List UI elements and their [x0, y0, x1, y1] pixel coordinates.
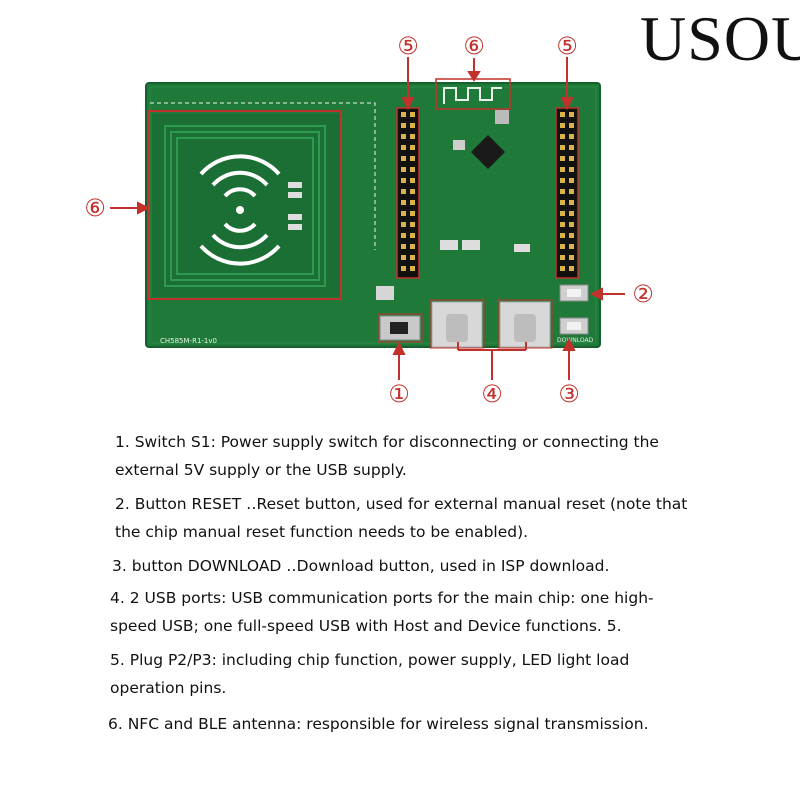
- note-nfc-ble-antenna: 6. NFC and BLE antenna: responsible for …: [108, 715, 649, 733]
- header-pin: [401, 255, 406, 260]
- header-pin: [410, 178, 415, 183]
- header-pin: [560, 178, 565, 183]
- pin-header-p2: [396, 107, 420, 279]
- header-pin: [560, 156, 565, 161]
- header-pin: [410, 211, 415, 216]
- header-pin: [569, 112, 574, 117]
- header-pin: [569, 222, 574, 227]
- header-pin: [569, 156, 574, 161]
- download-silkscreen: DOWNLOAD: [557, 337, 594, 344]
- header-pin: [560, 255, 565, 260]
- note-usb-ports: 4. 2 USB ports: USB communication ports …: [110, 589, 654, 635]
- header-pin: [560, 200, 565, 205]
- header-pin: [410, 156, 415, 161]
- header-pin: [410, 145, 415, 150]
- header-pin: [560, 211, 565, 216]
- header-pin: [569, 211, 574, 216]
- callout-6-top: ⑥: [463, 32, 485, 60]
- header-pin: [560, 167, 565, 172]
- header-pin: [560, 112, 565, 117]
- header-pin: [410, 112, 415, 117]
- header-pin: [401, 222, 406, 227]
- header-pin: [569, 255, 574, 260]
- header-pin: [410, 222, 415, 227]
- header-pin: [560, 244, 565, 249]
- header-pin: [569, 233, 574, 238]
- note-plug-p2-p3: 5. Plug P2/P3: including chip function, …: [110, 651, 635, 697]
- header-pin: [401, 123, 406, 128]
- pin-header-p3: [555, 107, 579, 279]
- header-pin: [410, 200, 415, 205]
- callout-4: ④: [481, 380, 503, 408]
- header-pin: [560, 134, 565, 139]
- header-pin: [401, 134, 406, 139]
- callout-1: ①: [388, 380, 410, 408]
- header-pin: [410, 134, 415, 139]
- header-pin: [410, 233, 415, 238]
- callout-5-left: ⑤: [397, 32, 419, 60]
- nfc-antenna-icon: [152, 114, 340, 297]
- header-pin: [410, 123, 415, 128]
- header-pin: [401, 156, 406, 161]
- header-pin: [401, 211, 406, 216]
- header-pin: [410, 255, 415, 260]
- brand-logo: USOU: [640, 3, 800, 74]
- header-pin: [560, 222, 565, 227]
- download-button: [559, 317, 589, 335]
- header-pin: [410, 167, 415, 172]
- header-pin: [401, 244, 406, 249]
- board-diagram: DOWNLOAD CH585M-R1-1v0 ⑤ ⑥: [84, 32, 654, 408]
- header-pin: [569, 167, 574, 172]
- header-pin: [560, 189, 565, 194]
- power-switch-s1: [379, 315, 421, 341]
- header-pin: [401, 233, 406, 238]
- header-pin: [560, 145, 565, 150]
- callout-6-left: ⑥: [84, 194, 106, 222]
- note-switch-s1: 1. Switch S1: Power supply switch for di…: [115, 433, 664, 479]
- header-pin: [401, 112, 406, 117]
- header-pin: [569, 145, 574, 150]
- note-reset-button: 2. Button RESET ‥Reset button, used for …: [115, 495, 693, 541]
- callout-2: ②: [632, 280, 654, 308]
- callout-5-right: ⑤: [556, 32, 578, 60]
- header-pin: [560, 233, 565, 238]
- header-pin: [410, 266, 415, 271]
- header-pin: [569, 123, 574, 128]
- header-pin: [401, 145, 406, 150]
- header-pin: [569, 266, 574, 271]
- header-pin: [560, 123, 565, 128]
- header-pin: [401, 266, 406, 271]
- header-pin: [401, 178, 406, 183]
- header-pin: [569, 134, 574, 139]
- reset-button: [559, 284, 589, 302]
- header-pin: [560, 266, 565, 271]
- header-pin: [410, 244, 415, 249]
- model-silkscreen: CH585M-R1-1v0: [160, 337, 217, 345]
- usb-c-port-icon: [431, 301, 551, 348]
- header-pin: [569, 189, 574, 194]
- header-pin: [401, 167, 406, 172]
- header-pin: [401, 189, 406, 194]
- header-pin: [401, 200, 406, 205]
- note-download-button: 3. button DOWNLOAD ‥Download button, use…: [112, 557, 610, 575]
- header-pin: [569, 244, 574, 249]
- header-pin: [410, 189, 415, 194]
- header-pin: [569, 200, 574, 205]
- callout-3: ③: [558, 380, 580, 408]
- mcu-chip-icon: [471, 135, 505, 169]
- header-pin: [569, 178, 574, 183]
